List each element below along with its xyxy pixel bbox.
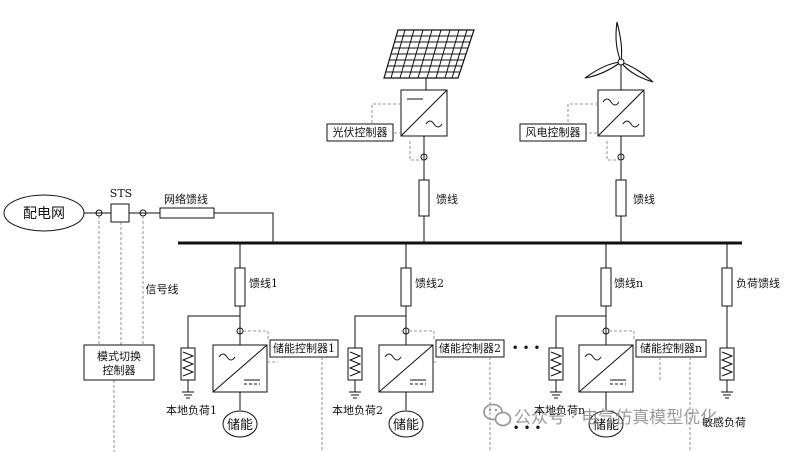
load-feeder-branch: 负荷馈线 敏感负荷 — [702, 243, 780, 429]
wechat-icon — [483, 403, 512, 427]
wind-converter — [597, 89, 645, 137]
mode-controller-line1: 模式切换 — [97, 349, 141, 363]
ellipsis-mid: • • • — [512, 341, 541, 355]
local-load-2-label: 本地负荷2 — [332, 403, 383, 417]
wind-controller-label: 风电控制器 — [526, 125, 581, 139]
pv-controller-label: 光伏控制器 — [333, 125, 388, 139]
local-load-1-label: 本地负荷1 — [166, 403, 217, 417]
storage-controller-2 — [435, 339, 505, 358]
feeder-1 — [234, 267, 246, 307]
storage-controller-n-label: 储能控制器n — [640, 341, 702, 355]
grid-label: 配电网 — [23, 206, 65, 222]
feeder-2-label: 馈线2 — [415, 276, 444, 290]
wind-turbine-icon — [584, 21, 654, 90]
feeder-1-label: 馈线1 — [249, 276, 278, 290]
wind-controller — [519, 123, 587, 142]
feeder-2 — [400, 267, 412, 307]
storage-2-ellipse — [388, 410, 424, 438]
signal-line-label: 信号线 — [146, 282, 179, 296]
storage-branch-n: 馈线n 本地负荷n 储能控制器n 储能 — [534, 243, 707, 452]
sensitive-load-label: 敏感负荷 — [702, 415, 746, 429]
watermark: 公众号 · 电气仿真模型优化 — [483, 403, 717, 428]
storage-controller-1-label: 储能控制器1 — [273, 341, 335, 355]
storage-2-label: 储能 — [393, 418, 419, 433]
mode-switch-controller — [83, 344, 155, 381]
local-load-n-label: 本地负荷n — [534, 403, 585, 417]
storage-controller-2-label: 储能控制器2 — [439, 341, 501, 355]
storage-1-label: 储能 — [227, 418, 253, 433]
feeder-n — [600, 267, 612, 307]
load-feeder — [721, 267, 733, 307]
wind-feeder — [615, 179, 627, 217]
pv-feeder-label: 馈线 — [436, 192, 458, 206]
sts-switch — [110, 203, 130, 223]
pv-feeder — [418, 179, 430, 217]
storage-controller-n — [635, 339, 707, 358]
network-feeder — [159, 207, 215, 219]
ellipsis-bottom: • • • — [513, 421, 542, 435]
pv-controller — [326, 123, 394, 142]
storage-1-ellipse — [222, 410, 258, 438]
storage-n-ellipse — [588, 410, 624, 438]
storage-controller-1 — [269, 339, 339, 358]
wind-feeder-label: 馈线 — [633, 192, 655, 206]
pv-inverter — [400, 89, 448, 137]
solar-panel-icon — [383, 29, 475, 90]
mode-controller-line2: 控制器 — [103, 363, 136, 377]
sts-label: STS — [110, 187, 132, 200]
storage-n-label: 储能 — [593, 418, 619, 433]
load-feeder-label: 负荷馈线 — [736, 276, 780, 290]
network-feeder-label: 网络馈线 — [164, 192, 208, 206]
watermark-text: 公众号 · 电气仿真模型优化 — [514, 408, 717, 428]
storage-branch-2: 馈线2 本地负荷2 储能控制器2 储能 — [332, 243, 505, 452]
feeder-n-label: 馈线n — [614, 276, 643, 290]
storage-branch-1: 馈线1 本地负荷1 储能控制器1 储能 — [166, 243, 339, 452]
